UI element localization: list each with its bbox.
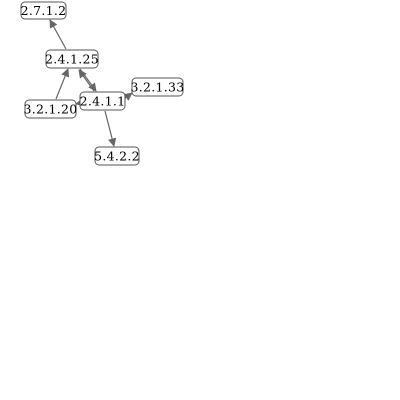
- edge-n2-n1: [49, 19, 67, 50]
- node-label: 3.2.1.33: [130, 80, 184, 95]
- node-box: [24, 99, 77, 119]
- node-3-2-1-20[interactable]: 3.2.1.20: [23, 99, 77, 119]
- edge-n4-n2: [55, 68, 70, 100]
- node-2-4-1-1[interactable]: 2.4.1.1: [79, 91, 126, 111]
- node-2-4-1-25[interactable]: 2.4.1.25: [45, 49, 99, 69]
- edge-n5-n2: [78, 69, 95, 92]
- node-label: 3.2.1.20: [23, 102, 77, 117]
- node-label: 5.4.2.2: [94, 149, 140, 164]
- node-2-7-1-2[interactable]: 2.7.1.2: [20, 1, 67, 20]
- edge-n5-n4: [75, 98, 85, 107]
- edge-n2-n5: [79, 68, 97, 92]
- edge-n5-n6: [104, 110, 117, 147]
- node-label: 2.4.1.25: [45, 52, 99, 67]
- node-box: [45, 49, 99, 69]
- edges-layer: [49, 19, 133, 147]
- node-box: [79, 91, 126, 111]
- node-box: [131, 77, 184, 97]
- nodes-layer: 2.7.1.2 2.4.1.25 3.2.1.33 3.2.1.20 2.4.1…: [20, 1, 184, 166]
- node-box: [20, 1, 67, 20]
- node-5-4-2-2[interactable]: 5.4.2.2: [94, 146, 140, 166]
- node-3-2-1-33[interactable]: 3.2.1.33: [130, 77, 184, 97]
- node-label: 2.4.1.1: [80, 94, 126, 109]
- node-label: 2.7.1.2: [21, 3, 67, 18]
- node-box: [94, 146, 140, 166]
